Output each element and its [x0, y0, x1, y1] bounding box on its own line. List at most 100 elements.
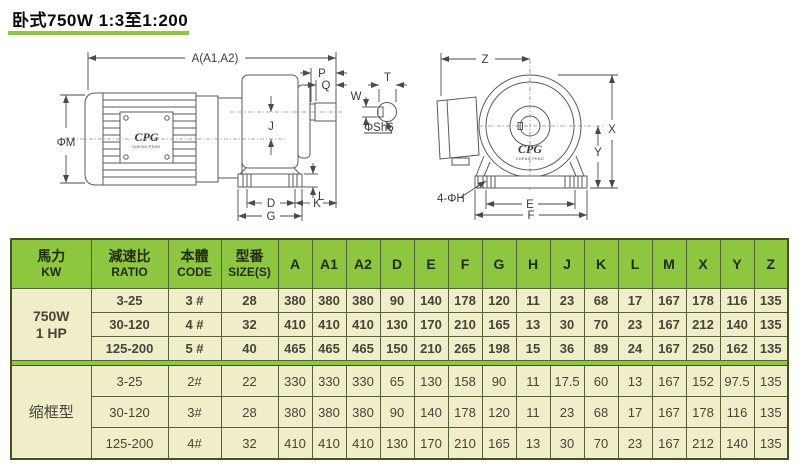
- value-cell: 70: [583, 427, 619, 460]
- value-cell: 167: [651, 288, 687, 313]
- ratio-cell: 3-25: [90, 365, 169, 397]
- cpg-logo-front-sub: CHENG PENG: [516, 157, 544, 161]
- value-cell: 135: [753, 312, 789, 337]
- value-cell: 330: [277, 365, 313, 397]
- col-header-l: L: [617, 238, 653, 289]
- page-title: 卧式750W 1:3至1:200: [12, 11, 189, 30]
- value-cell: 167: [651, 336, 687, 361]
- value-cell: 410: [311, 312, 347, 337]
- value-cell: 65: [379, 365, 415, 397]
- value-cell: 116: [719, 396, 755, 428]
- value-cell: 70: [583, 312, 619, 337]
- col-header-y: Y: [719, 238, 755, 289]
- dim-label-f: F: [527, 210, 534, 222]
- value-cell: 330: [311, 365, 347, 397]
- dim-label-z: Z: [481, 54, 488, 66]
- dim-label-l: L: [318, 191, 325, 203]
- value-cell: 130: [379, 312, 415, 337]
- col-header-h: H: [515, 238, 551, 289]
- group-label: 缩框型: [10, 365, 92, 460]
- value-cell: 68: [583, 396, 619, 428]
- code-cell: 4 #: [167, 312, 222, 337]
- value-cell: 410: [345, 312, 381, 337]
- value-cell: 135: [753, 365, 789, 397]
- code-cell: 5 #: [167, 336, 222, 361]
- dim-label-k: K: [313, 198, 321, 210]
- value-cell: 330: [345, 365, 381, 397]
- value-cell: 17: [617, 396, 653, 428]
- value-cell: 13: [515, 427, 551, 460]
- value-cell: 68: [583, 288, 619, 313]
- value-cell: 140: [413, 396, 449, 428]
- dim-label-4phih: 4-ΦH: [437, 193, 465, 205]
- value-cell: 162: [719, 336, 755, 361]
- value-cell: 120: [481, 288, 517, 313]
- value-cell: 120: [481, 396, 517, 428]
- value-cell: 11: [515, 365, 551, 397]
- value-cell: 140: [413, 288, 449, 313]
- value-cell: 410: [311, 427, 347, 460]
- value-cell: 198: [481, 336, 517, 361]
- value-cell: 36: [549, 336, 585, 361]
- value-cell: 167: [651, 365, 687, 397]
- size-cell: 40: [220, 336, 279, 361]
- col-header-m: M: [651, 238, 687, 289]
- title-underline: [8, 31, 189, 35]
- shaft-section-detail: T W ΦSh6: [351, 72, 407, 134]
- col-header-f: F: [447, 238, 483, 289]
- col-header-a1: A1: [311, 238, 347, 289]
- value-cell: 265: [447, 336, 483, 361]
- value-cell: 140: [719, 427, 755, 460]
- value-cell: 380: [277, 396, 313, 428]
- ratio-cell: 30-120: [90, 396, 169, 428]
- value-cell: 178: [447, 288, 483, 313]
- value-cell: 380: [311, 288, 347, 313]
- value-cell: 11: [515, 396, 551, 428]
- value-cell: 135: [753, 427, 789, 460]
- dim-label-g: G: [267, 211, 276, 223]
- dim-label-m: ΦM: [57, 137, 76, 149]
- value-cell: 90: [379, 288, 415, 313]
- ratio-cell: 3-25: [90, 288, 169, 313]
- value-cell: 135: [753, 288, 789, 313]
- value-cell: 170: [413, 312, 449, 337]
- value-cell: 90: [379, 396, 415, 428]
- value-cell: 465: [311, 336, 347, 361]
- col-header-e: E: [413, 238, 449, 289]
- value-cell: 135: [753, 396, 789, 428]
- dim-label-w: W: [351, 91, 362, 103]
- value-cell: 130: [379, 427, 415, 460]
- value-cell: 140: [719, 312, 755, 337]
- dim-label-j: J: [268, 121, 274, 133]
- size-cell: 28: [220, 396, 279, 428]
- value-cell: 178: [685, 396, 721, 428]
- dim-label-t: T: [384, 72, 391, 84]
- col-header-z: Z: [753, 238, 789, 289]
- cpg-logo-sub: CHENG PENG: [132, 145, 160, 149]
- col-header-a2: A2: [345, 238, 381, 289]
- side-view-drawing: A(A1,A2) CPG CHENG PENG: [57, 52, 347, 223]
- value-cell: 60: [583, 365, 619, 397]
- value-cell: 167: [651, 427, 687, 460]
- code-cell: 2#: [167, 365, 222, 397]
- code-cell: 3#: [167, 396, 222, 428]
- value-cell: 380: [277, 288, 313, 313]
- value-cell: 23: [617, 312, 653, 337]
- value-cell: 90: [481, 365, 517, 397]
- value-cell: 165: [481, 312, 517, 337]
- col-header-a: A: [277, 238, 313, 289]
- front-view-drawing: Z CPG CHENG PENG: [437, 53, 618, 222]
- dim-label-e: E: [526, 199, 534, 211]
